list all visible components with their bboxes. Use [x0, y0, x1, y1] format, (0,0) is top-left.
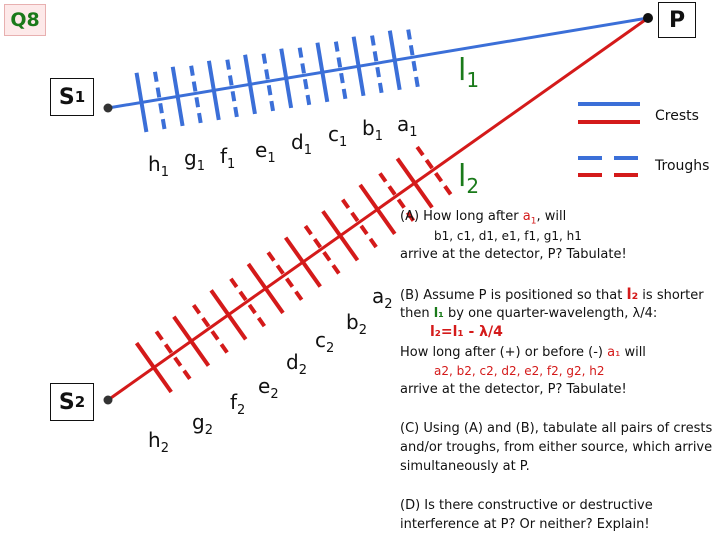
wavefront-2-crest-13	[358, 183, 397, 236]
source-dot-1	[103, 103, 113, 113]
question-a-line-2: b1, c1, d1, e1, f1, g1, h1	[434, 229, 582, 243]
wavefront-2-crest-1	[134, 341, 173, 394]
wavefronts-1	[134, 27, 420, 133]
wavefront-1-trough-16	[405, 27, 420, 88]
wavefront-1-crest-3	[170, 66, 185, 127]
wavefront-1-crest-1	[134, 72, 149, 133]
question-a-line-3: arrive at the detector, P? Tabulate!	[400, 247, 627, 262]
wavefront-2-trough-2	[153, 328, 192, 380]
question-d-line-2: interference at P? Or neither? Explain!	[400, 517, 650, 532]
legend-crests-label: Crests	[655, 108, 699, 124]
wavefront-2-crest-3	[172, 315, 211, 367]
wavefront-1-trough-10	[297, 45, 312, 106]
wavefront-label-b1: b1	[362, 116, 383, 144]
detector-dot	[643, 13, 653, 23]
wavefront-1-trough-6	[225, 57, 239, 118]
wavefront-1-trough-12	[333, 39, 348, 100]
source-dot-2	[103, 395, 113, 405]
question-b-line-1: (B) Assume P is positioned so that l₂ is…	[400, 285, 704, 303]
wavefront-label-a1: a1	[397, 112, 418, 140]
question-b-line-3: l₂=l₁ - λ/4	[430, 324, 503, 340]
wavefront-2-trough-14	[377, 170, 416, 222]
wavefront-1-crest-5	[206, 60, 221, 121]
wavefront-1-crest-7	[243, 54, 257, 115]
question-d-line-1: (D) Is there constructive or destructive	[400, 498, 653, 513]
wavefront-label-g2: g2	[192, 410, 213, 438]
wavefront-label-f2: f2	[230, 390, 246, 418]
question-c-line-1: (C) Using (A) and (B), tabulate all pair…	[400, 421, 713, 436]
wavefront-2-crest-15	[395, 157, 434, 209]
legend-troughs-label: Troughs	[655, 158, 710, 174]
wavefront-label-e2: e2	[258, 374, 279, 402]
question-a-line-1: (A) How long after a1, will	[400, 209, 567, 227]
wavefront-1-trough-4	[188, 63, 203, 124]
path-length-1-label: l1	[458, 53, 480, 92]
wavefront-2-crest-9	[283, 236, 322, 288]
wavefront-2-trough-10	[302, 223, 341, 275]
wavefront-1-trough-2	[152, 69, 167, 130]
wavefront-2-crest-11	[321, 210, 360, 262]
question-b-line-5: a2, b2, c2, d2, e2, f2, g2, h2	[434, 364, 605, 378]
wavefronts-2	[134, 144, 453, 394]
detector-label: P	[658, 2, 696, 38]
wavefront-1-trough-8	[261, 51, 276, 112]
path-length-2-label: l2	[458, 159, 480, 198]
wavefront-2-crest-7	[246, 262, 285, 315]
question-c-line-2: and/or troughs, from either source, whic…	[400, 440, 713, 455]
question-b-line-2: then l₁ by one quarter-wavelength, λ/4:	[400, 306, 658, 321]
wavefront-2-trough-12	[339, 196, 378, 249]
wavefront-1-crest-11	[315, 42, 330, 103]
wavefront-1-trough-14	[369, 33, 384, 94]
question-b-line-4: How long after (+) or before (-) a₁ will	[400, 345, 646, 360]
question-c-line-3: simultaneously at P.	[400, 459, 530, 474]
wavefront-label-b2: b2	[346, 310, 367, 338]
wavefront-2-trough-4	[190, 302, 229, 354]
path-line-1	[107, 16, 649, 110]
wavefront-label-f1: f1	[220, 144, 236, 172]
wavefront-label-h1: h1	[148, 152, 169, 180]
wavefront-2-trough-16	[414, 144, 453, 196]
wavefront-2-crest-5	[209, 289, 248, 341]
wavefront-2-trough-8	[265, 249, 304, 301]
wavefront-label-d1: d1	[291, 130, 312, 158]
wavefront-1-crest-15	[387, 30, 402, 91]
wavefront-label-d2: d2	[286, 350, 307, 378]
wavefront-label-e1: e1	[255, 138, 276, 166]
wavefront-label-h2: h2	[148, 428, 169, 456]
wavefront-1-crest-13	[351, 36, 366, 97]
wavefront-label-c2: c2	[315, 328, 335, 356]
question-b-line-6: arrive at the detector, P? Tabulate!	[400, 382, 627, 397]
question-label: Q8	[4, 4, 46, 36]
wavefront-1-crest-9	[279, 48, 294, 109]
wavefront-label-a2: a2	[372, 284, 393, 312]
wavefront-2-trough-6	[228, 275, 267, 328]
wavefront-label-c1: c1	[328, 122, 348, 150]
wavefront-label-g1: g1	[184, 146, 205, 174]
